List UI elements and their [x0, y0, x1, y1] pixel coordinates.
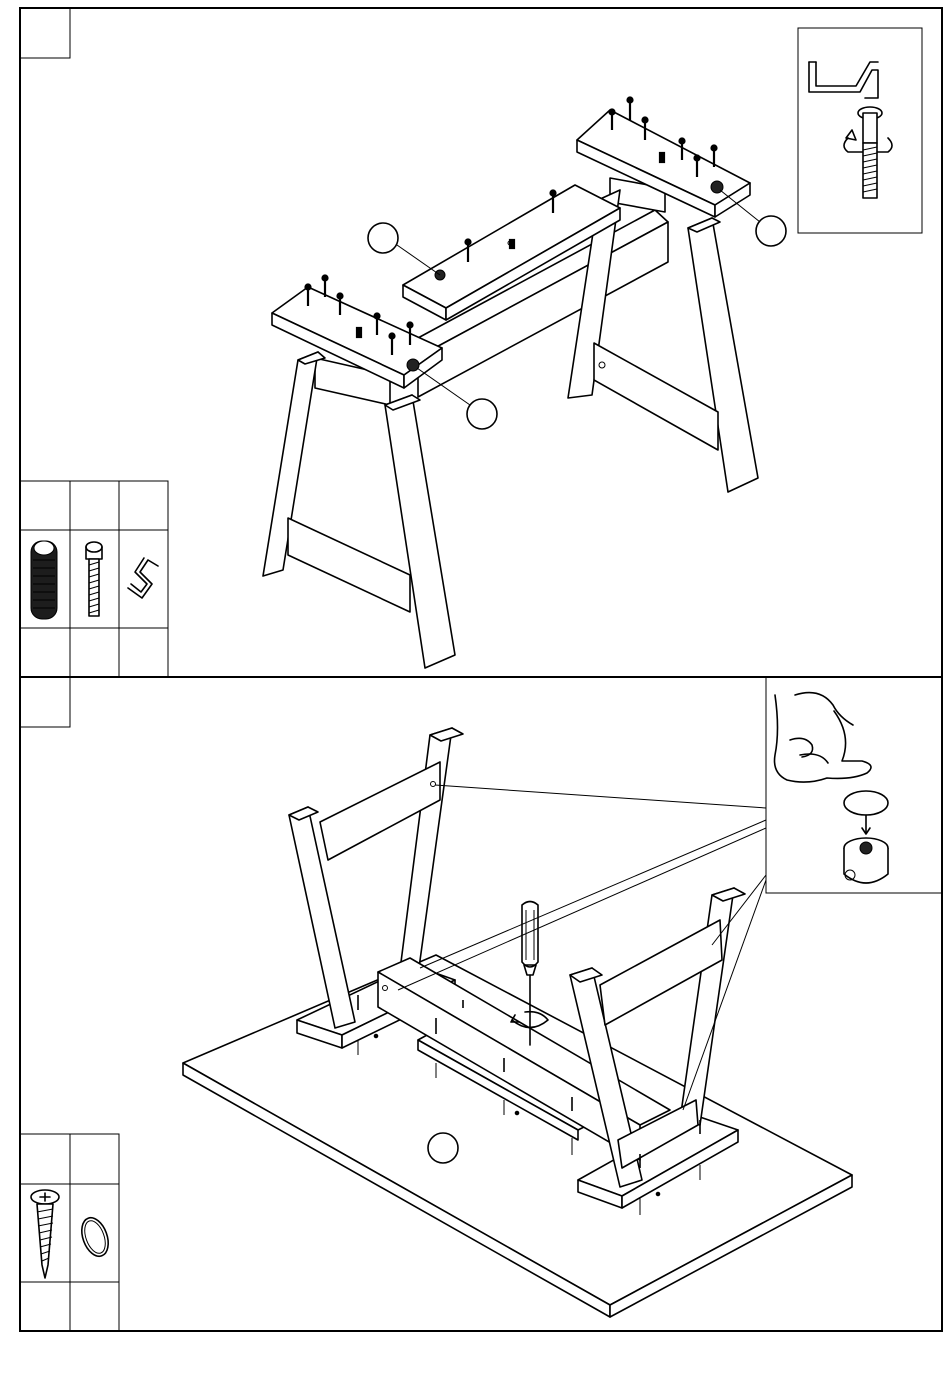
step-1	[20, 8, 922, 677]
step-1-detail-inset	[798, 28, 922, 233]
step-2-detail-inset	[766, 677, 942, 893]
allen-key-icon	[809, 62, 878, 98]
cover-cap-icon	[77, 1214, 113, 1260]
trestle-base-drawing	[263, 98, 786, 669]
screwdriver-icon	[511, 902, 548, 1046]
table-assembly-drawing	[183, 728, 852, 1317]
step-2-parts-table	[20, 1134, 119, 1331]
allen-key-part-icon	[128, 558, 158, 598]
step-2	[20, 677, 942, 1331]
barrel-nut-icon	[31, 541, 57, 619]
cover-cap-detail-icon	[844, 791, 888, 883]
hand-icon	[775, 693, 872, 783]
step-1-number-box	[20, 8, 70, 58]
step-2-number-box	[20, 677, 70, 727]
connector-bolt-icon	[844, 107, 892, 198]
connector-bolt-part-icon	[86, 542, 102, 616]
step-1-parts-table	[20, 481, 168, 677]
wood-screw-icon	[31, 1190, 59, 1278]
